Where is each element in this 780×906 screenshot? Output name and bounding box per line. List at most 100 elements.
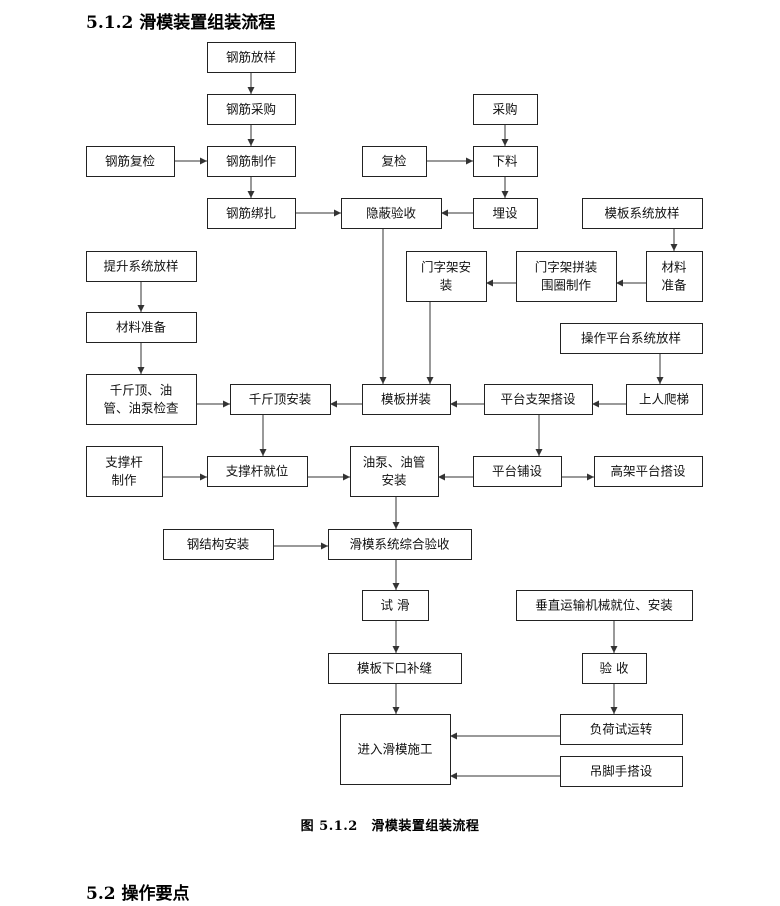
flow-step-rebar-fabrication: 钢筋制作: [207, 146, 296, 177]
flow-arrow-cutting-to-embedding: [501, 176, 509, 198]
flow-step-rebar-layout: 钢筋放样: [207, 42, 296, 73]
flow-step-vertical-transport: 垂直运输机械就位、安装: [516, 590, 693, 621]
flow-step-acceptance: 验 收: [582, 653, 647, 684]
flow-step-label: 平台铺设: [492, 464, 543, 479]
flow-arrow-platform-laying-to-elevated-platform: [561, 473, 594, 481]
flow-step-label: 门字架拼装: [535, 260, 598, 275]
flow-step-formwork-gap: 模板下口补缝: [328, 653, 462, 684]
flow-step-label: 模板系统放样: [604, 206, 679, 221]
flow-step-material-prep-left: 材料准备: [86, 312, 197, 343]
flow-step-label: 操作平台系统放样: [581, 331, 681, 346]
flow-step-label: 下料: [492, 154, 518, 169]
flow-step-label: 验 收: [600, 661, 629, 676]
flow-step-label: 钢筋绑扎: [226, 206, 276, 221]
flow-step-label: 准备: [661, 278, 687, 293]
flow-step-label: 装: [440, 278, 453, 293]
flow-step-label: 进入滑模施工: [357, 742, 432, 757]
flow-step-label: 模板拼装: [381, 392, 431, 407]
flow-step-label: 支撑杆: [105, 455, 143, 470]
flow-step-label: 材料准备: [116, 320, 167, 335]
flow-step-slipform-inspection: 滑模系统综合验收: [328, 529, 472, 560]
flow-arrow-gate-frame-install-to-formwork-assembly: [426, 301, 434, 384]
flow-arrow-rebar-purchase-to-rebar-fabrication: [247, 124, 255, 146]
flow-step-label: 模板下口补缝: [357, 661, 432, 676]
flow-arrow-support-rod-place-to-oil-pump-pipe: [307, 473, 350, 481]
flow-arrow-platform-frame-to-platform-laying: [535, 414, 543, 456]
flow-arrow-platform-layout-to-climb: [656, 353, 664, 384]
flow-arrow-climb-to-platform-frame: [592, 400, 626, 408]
flow-step-rebar-recheck: 钢筋复检: [86, 146, 175, 177]
flowchart-connectors: [137, 72, 678, 780]
flow-arrow-trial-slide-to-formwork-gap: [392, 620, 400, 653]
flow-arrow-embedding-to-concealed-inspection: [441, 209, 473, 217]
flow-arrow-recheck-to-cutting: [426, 157, 473, 165]
flow-step-formwork-assembly: 模板拼装: [362, 384, 451, 415]
flow-step-platform-frame: 平台支架搭设: [484, 384, 593, 415]
flow-step-steel-structure: 钢结构安装: [163, 529, 274, 560]
flow-arrow-formwork-assembly-to-jack-install: [330, 400, 362, 408]
flow-arrow-formwork-gap-to-slipform-construction: [392, 683, 400, 714]
flow-arrow-jack-install-to-support-rod-place: [259, 414, 267, 456]
flow-step-recheck: 复检: [362, 146, 427, 177]
flow-arrow-oil-pump-pipe-to-slipform-inspection: [392, 496, 400, 529]
flow-step-label: 安装: [381, 473, 406, 488]
flow-arrow-vertical-transport-to-acceptance: [610, 620, 618, 653]
flow-step-material-prep-right: 材料准备: [646, 251, 703, 302]
flow-step-jack-install: 千斤顶安装: [230, 384, 331, 415]
figure-caption: 图 5.1.2 滑模装置组装流程: [300, 819, 480, 834]
flow-step-label: 负荷试运转: [590, 722, 653, 737]
flow-step-load-test: 负荷试运转: [560, 714, 683, 745]
flow-step-label: 采购: [492, 102, 517, 117]
flow-step-label: 千斤顶、油: [110, 383, 173, 398]
flow-step-cutting: 下料: [473, 146, 538, 177]
flow-step-concealed-inspection: 隐蔽验收: [341, 198, 442, 229]
flow-arrow-platform-laying-to-oil-pump-pipe: [438, 473, 473, 481]
section-title: 5.1.2 滑模装置组装流程: [86, 13, 276, 33]
flow-arrow-gate-frame-assembly-to-gate-frame-install: [486, 279, 516, 287]
flow-step-climb: 上人爬梯: [626, 384, 703, 415]
flow-step-platform-laying: 平台铺设: [473, 456, 562, 487]
flow-step-label: 钢结构安装: [187, 537, 250, 552]
flow-step-label: 管、油泵检查: [103, 401, 179, 416]
flow-step-platform-layout: 操作平台系统放样: [560, 323, 703, 354]
flow-arrow-load-test-to-slipform-construction: [450, 732, 560, 740]
flow-step-label: 钢筋复检: [105, 154, 156, 169]
flow-step-label: 门字架安: [421, 260, 471, 275]
flow-step-rebar-purchase: 钢筋采购: [207, 94, 296, 125]
flow-arrow-purchase-to-cutting: [501, 124, 509, 146]
flow-arrow-hanging-scaffold-to-slipform-construction: [450, 772, 560, 780]
flow-arrow-rebar-fabrication-to-rebar-binding: [247, 176, 255, 198]
flow-step-label: 平台支架搭设: [500, 392, 576, 407]
flow-step-label: 制作: [111, 473, 137, 488]
flow-step-label: 支撑杆就位: [226, 464, 289, 479]
flow-step-label: 吊脚手搭设: [590, 764, 653, 779]
flow-step-label: 试 滑: [381, 598, 410, 613]
flow-step-label: 埋设: [492, 206, 518, 221]
flow-arrow-material-prep-left-to-jack-pipe-check: [137, 342, 145, 374]
flow-step-trial-slide: 试 滑: [362, 590, 429, 621]
flow-step-lift-layout: 提升系统放样: [86, 251, 197, 282]
flow-step-label: 千斤顶安装: [249, 392, 312, 407]
flow-arrow-support-rod-make-to-support-rod-place: [162, 473, 207, 481]
flow-step-embedding: 埋设: [473, 198, 538, 229]
flow-step-label: 滑模系统综合验收: [349, 537, 450, 552]
flow-arrow-concealed-inspection-to-formwork-assembly: [379, 228, 387, 384]
flow-arrow-rebar-layout-to-rebar-purchase: [247, 72, 255, 94]
flow-arrow-steel-structure-to-slipform-inspection: [273, 542, 328, 550]
flow-step-label: 钢筋采购: [226, 102, 276, 117]
flow-step-label: 垂直运输机械就位、安装: [535, 598, 673, 613]
flow-arrow-rebar-recheck-to-rebar-fabrication: [174, 157, 207, 165]
flow-step-label: 钢筋制作: [226, 154, 277, 169]
flow-arrow-acceptance-to-load-test: [610, 683, 618, 714]
flow-arrow-formwork-layout-to-material-prep-right: [670, 228, 678, 251]
flow-step-label: 油泵、油管: [363, 455, 426, 470]
flow-step-elevated-platform: 高架平台搭设: [594, 456, 703, 487]
next-section-title: 5.2 操作要点: [86, 884, 190, 904]
flow-step-label: 高架平台搭设: [610, 464, 686, 479]
flow-arrow-material-prep-right-to-gate-frame-assembly: [616, 279, 646, 287]
